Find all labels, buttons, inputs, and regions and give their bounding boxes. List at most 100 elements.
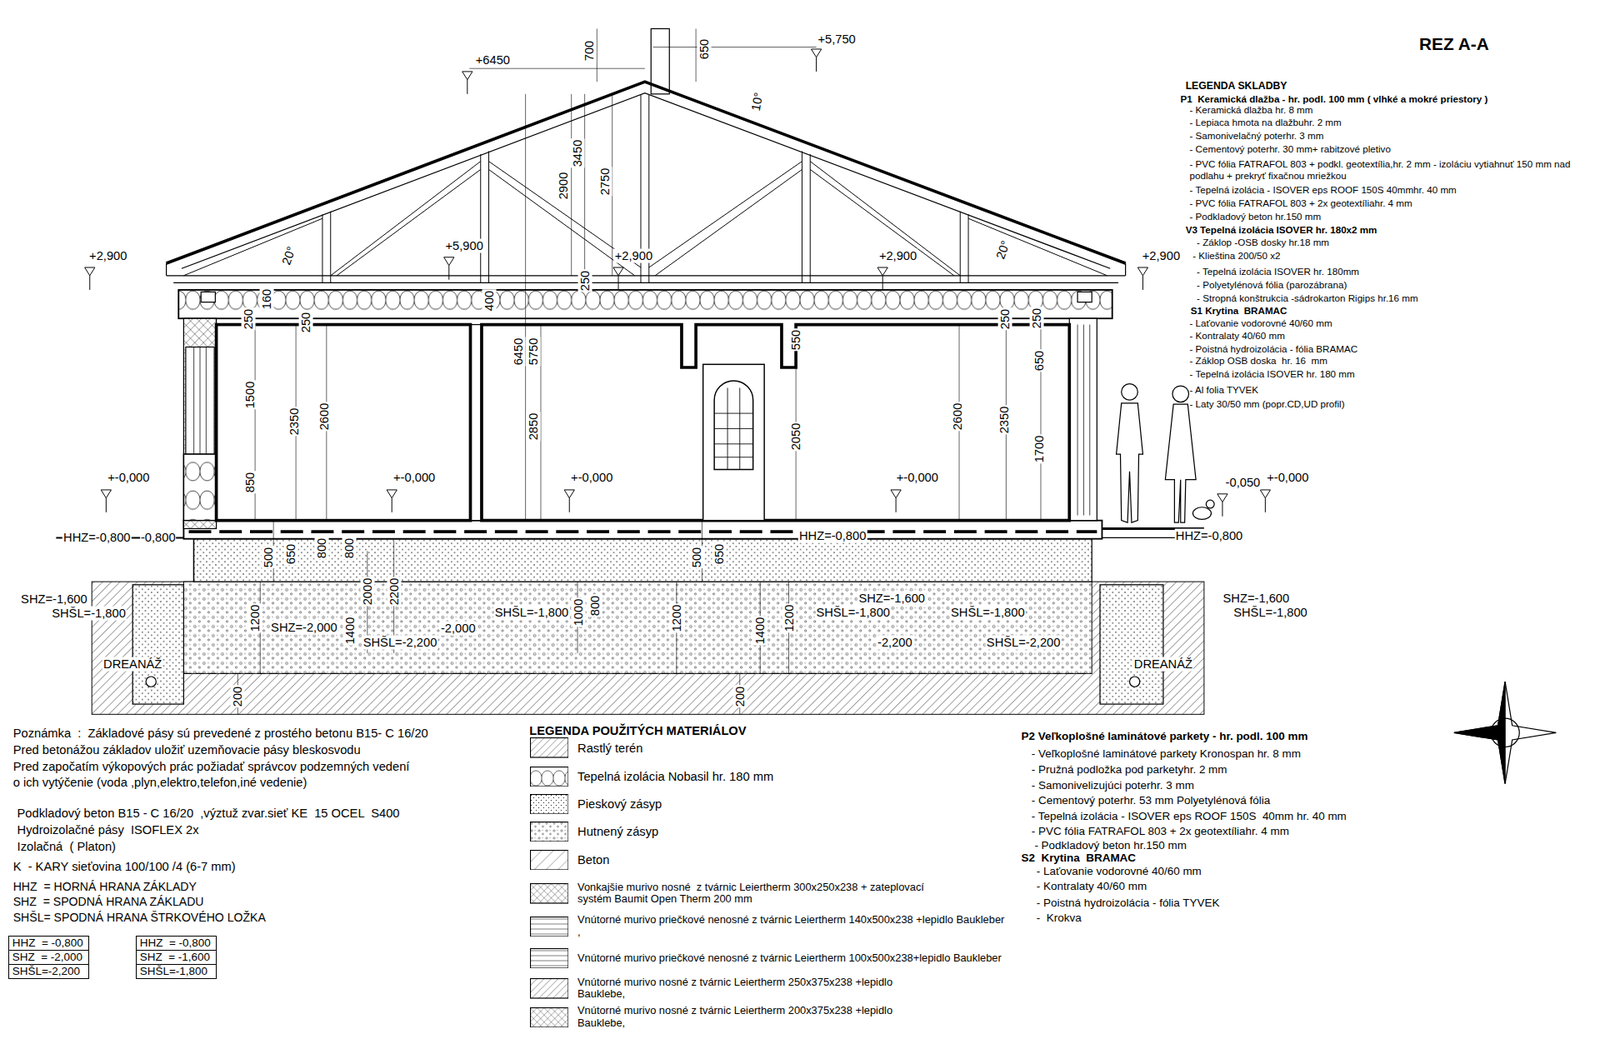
ceiling-part [178, 290, 1112, 319]
legend-text: Rastlý terén [577, 740, 643, 755]
legend-swatch [530, 766, 570, 787]
level-marker [1260, 490, 1270, 513]
legend-swatch [530, 1007, 570, 1028]
dimension-label: -0,800 [140, 530, 177, 545]
roof-truss-part [810, 154, 811, 283]
walls-part [193, 347, 195, 455]
roof-truss-part [173, 282, 1119, 284]
legend-swatch [530, 794, 570, 815]
dimension-lines-part [653, 46, 817, 48]
note-text: - Keramická dlažba hr. 8 mm [1189, 105, 1315, 116]
dimension-label: 1200 [248, 604, 263, 634]
ground-part [1100, 585, 1164, 705]
walls-part [714, 456, 754, 458]
dimension-label: DREANÁŽ [1133, 657, 1194, 672]
ground-part [183, 581, 1092, 674]
dimension-label: SHŠL=-2,200 [985, 635, 1062, 650]
walls-part [714, 443, 754, 445]
ground-part [91, 581, 1205, 715]
dimension-label: 250 [299, 311, 314, 335]
dimension-label: 2000 [360, 577, 375, 607]
note-text: o ich vytýčenie (voda ,plyn,elektro,tele… [12, 775, 309, 790]
ceiling [178, 290, 1112, 319]
roof-truss-part [801, 150, 803, 283]
note-text: - Tepelná izolácia - ISOVER eps ROOF 150… [1030, 810, 1348, 823]
dimension-label: 1000 [571, 597, 586, 627]
note-text: SHŠL= SPODNÁ HRANA ŠTRKOVÉHO LOŽKA [12, 910, 267, 925]
dimension-label: 250 [1030, 307, 1045, 330]
dimension-label: 1500 [243, 380, 258, 410]
note-text: LEGENDA SKLADBY [1185, 80, 1289, 92]
roof-truss-part [655, 169, 802, 275]
level-marker [1137, 267, 1148, 290]
roof-truss-part [968, 214, 970, 283]
level-marker [462, 71, 473, 95]
dimension-label: 650 [1031, 350, 1046, 373]
note-text: Pred započatím výkopových prác požiadať … [12, 759, 411, 774]
ground-part [183, 673, 1092, 675]
walls-part [703, 364, 765, 520]
dimension-lines-part [525, 94, 526, 521]
table-cell: SHZ = -1,600 [136, 950, 216, 965]
roof-truss-part [480, 154, 481, 283]
roof-truss [166, 28, 1126, 283]
walls-part [185, 347, 215, 455]
note-text: Podkladový beton B15 - C 16/20 ,výztuž z… [16, 805, 401, 820]
note-text: - Poistná hydroizolácia - fólia TYVEK [1035, 896, 1221, 910]
dimension-label: 20° [278, 244, 299, 269]
dimension-label: +-0,000 [106, 470, 150, 485]
legend-swatch [530, 737, 570, 758]
dimension-label: 650 [696, 38, 711, 61]
dimension-label: 250 [577, 269, 592, 292]
dimension-label: 400 [481, 290, 496, 313]
note-text: Pred betonážou základov uložiť uzemňovac… [12, 743, 362, 758]
level-marker [444, 257, 455, 280]
legend-swatch-fill [530, 794, 569, 814]
dimension-label: +2,900 [878, 249, 918, 264]
legend-text: Hutnený zásyp [577, 824, 659, 839]
legend-swatch [530, 850, 570, 870]
ceiling-part [1077, 291, 1092, 302]
roof-truss-part [489, 169, 635, 275]
walls-part [216, 325, 471, 521]
legend-text: Pieskový zásyp [577, 796, 662, 811]
note-text: - Lepiaca hmota na dlažbuhr. 2 mm [1189, 116, 1343, 128]
roof-truss-part [810, 169, 955, 275]
walls-part [1083, 325, 1085, 516]
dimension-label: 500 [690, 545, 705, 569]
legend-swatch-fill [530, 948, 569, 968]
level-table: HHZ = -0,800SHZ = -2,000SHŠL=-2,200 [8, 935, 90, 980]
legend-swatch-fill [530, 916, 569, 936]
dimension-label: +-0,000 [570, 470, 614, 485]
dimension-label: 2900 [555, 171, 570, 201]
dimension-lines [237, 28, 1041, 715]
roof-truss-part [649, 161, 803, 268]
note-text: - Krokva [1035, 911, 1083, 925]
level-marker [877, 267, 888, 290]
legend-swatch [530, 916, 570, 937]
dimension-label: 2200 [386, 577, 401, 607]
dimension-label: +-0,000 [1265, 470, 1310, 485]
dimension-label: 2050 [789, 422, 804, 452]
walls-part [470, 325, 481, 521]
dimension-lines-part [695, 28, 697, 82]
note-text: - Poistná hydroizolácia - fólia BRAMAC [1189, 343, 1360, 355]
legend-swatch-fill [530, 738, 569, 758]
dimension-label: 700 [581, 40, 596, 63]
note-text: S1 Krytina BRAMAC [1190, 305, 1289, 317]
legend-swatch-fill [530, 1007, 569, 1027]
walls-part [714, 380, 754, 470]
ground-part [1130, 676, 1140, 687]
walls-part [714, 413, 754, 415]
level-marker [810, 49, 821, 72]
roof-truss-part [165, 263, 167, 276]
legend-text: Vnútorné murivo priečkové nenosné z tvár… [577, 951, 1002, 965]
note-text: - Tepelná izolácia ISOVER hr. 180 mm [1189, 369, 1356, 380]
dimension-label: 6450 [511, 337, 526, 367]
level-marker [1217, 494, 1228, 517]
ceiling-part [200, 291, 215, 302]
dimension-lines-part [596, 28, 598, 82]
note-text: - Tepelná izolácia ISOVER hr. 180mm [1195, 265, 1360, 277]
note-text: - Laťovanie vodorovné 40/60 mm [1189, 317, 1334, 329]
table-cell: SHZ = -2,000 [9, 950, 89, 965]
